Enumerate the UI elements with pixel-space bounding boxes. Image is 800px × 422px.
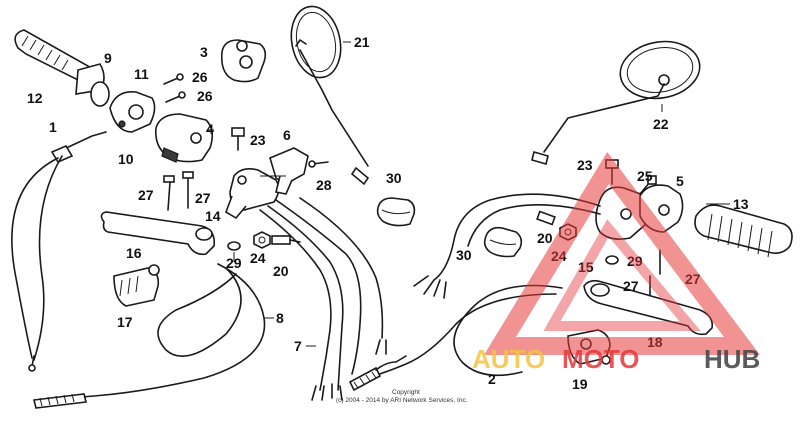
bolt-28 (308, 160, 329, 168)
watermark: AUTO MOTO HUB (472, 151, 761, 374)
right-grip (694, 204, 793, 258)
callout-27d: 27 (623, 278, 639, 294)
callout-1: 1 (49, 119, 57, 135)
bolt-20-right (536, 210, 556, 226)
bolt-27-left (163, 171, 194, 211)
callout-26b: 26 (197, 88, 213, 104)
wire-harness-left (259, 197, 387, 401)
brake-lever (583, 279, 714, 336)
callout-13: 13 (733, 196, 749, 212)
callout-12: 12 (27, 90, 43, 106)
washer-29-right (605, 255, 619, 265)
watermark-triangle-outer (484, 151, 761, 355)
nut-24-left (253, 231, 271, 249)
bracket-6 (269, 147, 309, 195)
callout-17: 17 (117, 314, 133, 330)
callout-25: 25 (637, 168, 653, 184)
clutch-switch (113, 264, 160, 307)
callout-29b: 29 (627, 253, 643, 269)
bolt-23-left (231, 127, 245, 151)
watermark-triangle-inner (543, 219, 701, 331)
bolt-25 (639, 175, 657, 195)
clamp-30-right (483, 226, 523, 258)
callout-28: 28 (316, 177, 332, 193)
callout-11: 11 (134, 66, 149, 82)
callout-8: 8 (276, 310, 284, 326)
callout-27a: 27 (138, 187, 154, 203)
callout-22: 22 (653, 116, 669, 132)
callout-10: 10 (118, 151, 134, 167)
callout-23a: 23 (250, 132, 266, 148)
copyright-notice: Copyright (c) 2004 - 2014 by ARI Network… (336, 389, 468, 404)
callout-3: 3 (200, 44, 208, 60)
switch-body-left (109, 91, 156, 133)
callout-6: 6 (283, 127, 291, 143)
switch-housing-upper (220, 39, 267, 83)
watermark-moto: MOTO (562, 344, 640, 374)
callout-21: 21 (354, 34, 370, 50)
callout-7: 7 (294, 338, 302, 354)
callout-29a: 29 (226, 255, 242, 271)
switch-housing-lower (154, 113, 214, 163)
callout-30b: 30 (456, 247, 472, 263)
washer-29-left (227, 241, 241, 251)
throttle-cable-loop (33, 263, 266, 409)
callout-5: 5 (676, 173, 684, 189)
left-mirror (290, 5, 370, 186)
callout-23b: 23 (577, 157, 593, 173)
watermark-auto: AUTO (472, 344, 545, 374)
callout-4: 4 (206, 121, 214, 137)
screw-26 (163, 73, 186, 103)
right-mirror (531, 40, 701, 165)
callout-20b: 20 (537, 230, 553, 246)
throttle-cable-right (348, 284, 563, 392)
leader-lines (208, 41, 730, 347)
callout-27b: 27 (195, 190, 211, 206)
callout-2: 2 (488, 371, 496, 387)
callout-19: 19 (572, 376, 588, 392)
callout-26a: 26 (192, 69, 208, 85)
callout-30a: 30 (386, 170, 402, 186)
clutch-lever (100, 211, 216, 256)
copyright-line-1: Copyright (392, 389, 420, 396)
callout-24a: 24 (250, 250, 266, 266)
copyright-line-2: (c) 2004 - 2014 by ARI Network Services,… (336, 397, 468, 404)
wire-harness-right (413, 193, 601, 299)
callout-15: 15 (578, 259, 594, 275)
callout-16: 16 (126, 245, 142, 261)
clamp-30-center (376, 197, 416, 227)
watermark-hub: HUB (704, 344, 760, 374)
left-grip (14, 29, 110, 107)
callout-20a: 20 (273, 263, 289, 279)
callout-9: 9 (104, 50, 112, 66)
callout-14: 14 (205, 208, 221, 224)
clutch-cable (11, 131, 107, 372)
